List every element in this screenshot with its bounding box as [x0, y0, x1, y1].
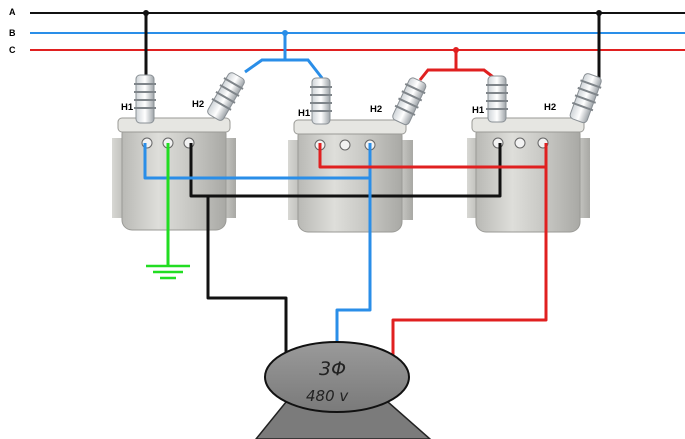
line-label-c: C: [9, 45, 16, 55]
bushing-icon: [486, 75, 508, 123]
transformer-1: H1 H2: [112, 72, 245, 231]
h1-label-t1: H1: [121, 102, 134, 113]
line-label-b: B: [9, 28, 16, 38]
bushing-icon: [569, 73, 602, 124]
h2-label-t3: H2: [544, 102, 556, 113]
h2-label-t1: H2: [192, 99, 204, 110]
transformer-3: H1 H2: [467, 73, 602, 233]
h1-label-t2: H1: [298, 108, 311, 119]
secondary-wiring: [143, 143, 548, 373]
transformer-tank-icon: [112, 117, 236, 231]
motor-phase-label: 3Φ: [319, 358, 346, 380]
secondary-terminals: [314, 139, 376, 151]
ground-symbol-icon: [146, 264, 190, 280]
h1-label-t3: H1: [472, 105, 485, 116]
bushing-icon: [207, 72, 245, 121]
bushing-icon: [310, 77, 332, 125]
line-label-a: A: [9, 7, 16, 17]
bushing-icon: [134, 74, 156, 124]
motor-voltage-label: 480 v: [306, 387, 349, 405]
motor-icon: [255, 341, 432, 439]
transformer-2: H1 H2: [288, 77, 427, 233]
transformer-tank-icon: [288, 119, 413, 233]
transformer-tank-icon: [467, 117, 590, 233]
h2-label-t2: H2: [370, 104, 382, 115]
bushing-icon: [392, 77, 427, 126]
